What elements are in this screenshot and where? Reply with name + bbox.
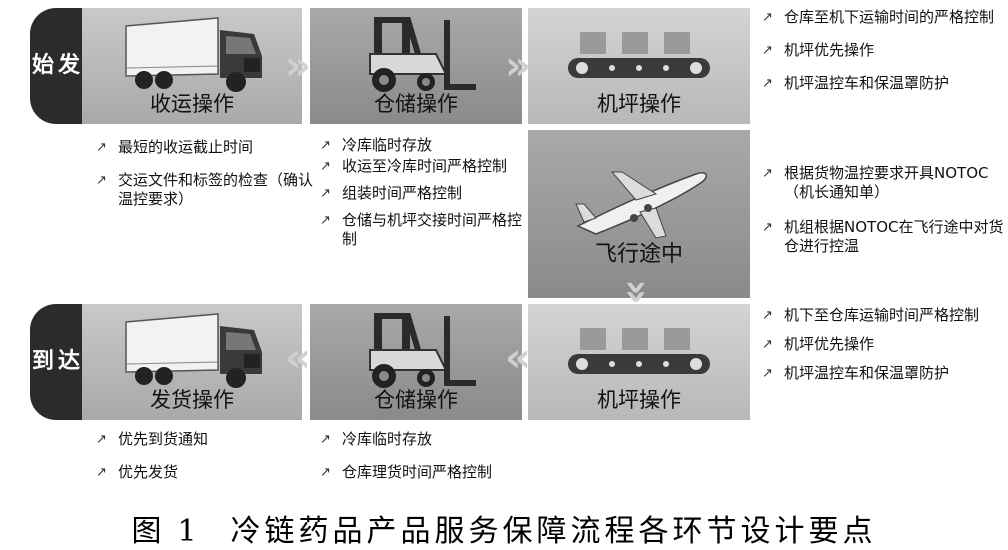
truck-icon bbox=[125, 17, 262, 92]
arrive-storage-label: 仓储操作 bbox=[374, 388, 458, 412]
note-item: ↗冷库临时存放 bbox=[320, 136, 433, 154]
arrive-storage-box: 仓储操作 bbox=[310, 304, 522, 420]
arrive-ramp-notes: ↗机下至仓库运输时间严格控制 ↗机坪优先操作 ↗机坪温控车和保温罩防护 bbox=[760, 306, 1004, 391]
arrive-ramp-box: 机坪操作 bbox=[528, 304, 750, 420]
note-item: ↗组装时间严格控制 bbox=[320, 184, 463, 202]
depart-pickup-notes: ↗最短的收运截止时间 ↗交运文件和标签的检查（确认温控要求） bbox=[94, 138, 314, 217]
caption-prefix: 图 bbox=[131, 514, 166, 549]
note-item: ↗仓储与机坪交接时间严格控制 bbox=[320, 211, 523, 248]
note-item: ↗机组根据NOTOC在飞行途中对货仓进行控温 bbox=[762, 218, 1004, 255]
note-item: ↗仓库至机下运输时间的严格控制 bbox=[762, 8, 995, 26]
chevron-right-icon: » bbox=[285, 43, 311, 89]
note-item: ↗机下至仓库运输时间严格控制 bbox=[762, 306, 980, 324]
note-item: ↗机坪优先操作 bbox=[762, 335, 875, 353]
arrive-delivery-label: 发货操作 bbox=[150, 388, 234, 412]
conveyor-icon bbox=[568, 328, 710, 374]
arrive-delivery-notes: ↗优先到货通知 ↗优先发货 bbox=[94, 430, 314, 490]
flight-label: 飞行途中 bbox=[594, 242, 683, 267]
depart-tab-char-2: 发 bbox=[57, 53, 80, 78]
note-item: ↗收运至冷库时间严格控制 bbox=[320, 157, 508, 175]
arrive-ramp-label: 机坪操作 bbox=[597, 388, 681, 412]
depart-tab-char-1: 始 bbox=[31, 53, 54, 78]
arrive-storage-notes: ↗冷库临时存放 ↗仓库理货时间严格控制 bbox=[318, 430, 548, 490]
chevron-left-icon: « bbox=[505, 335, 531, 381]
chevron-right-icon: » bbox=[505, 43, 531, 89]
depart-ramp-label: 机坪操作 bbox=[597, 92, 681, 116]
note-item: ↗机坪温控车和保温罩防护 bbox=[762, 74, 950, 92]
flight-box: 飞行途中 bbox=[528, 130, 750, 298]
truck-icon bbox=[125, 313, 262, 388]
arrive-delivery-box: 发货操作 bbox=[82, 304, 302, 420]
forklift-icon bbox=[369, 17, 476, 92]
depart-storage-box: 仓储操作 bbox=[310, 8, 522, 124]
depart-tab: 始 发 bbox=[30, 8, 82, 124]
depart-storage-notes: ↗冷库临时存放 ↗收运至冷库时间严格控制 ↗组装时间严格控制 ↗仓储与机坪交接时… bbox=[318, 136, 528, 257]
conveyor-icon bbox=[568, 32, 710, 78]
depart-ramp-notes: ↗仓库至机下运输时间的严格控制 ↗机坪优先操作 ↗机坪温控车和保温罩防护 bbox=[760, 8, 1004, 101]
caption-text: 冷链药品产品服务保障流程各环节设计要点 bbox=[230, 514, 877, 549]
forklift-icon bbox=[369, 313, 476, 388]
note-item: ↗交运文件和标签的检查（确认温控要求） bbox=[96, 171, 314, 208]
arrive-tab: 到 达 bbox=[30, 304, 82, 420]
depart-storage-label: 仓储操作 bbox=[374, 92, 458, 116]
depart-pickup-label: 收运操作 bbox=[150, 92, 234, 116]
note-item: ↗机坪温控车和保温罩防护 bbox=[762, 364, 950, 382]
airplane-icon bbox=[575, 171, 707, 239]
chevron-left-icon: « bbox=[285, 335, 311, 381]
note-item: ↗优先到货通知 bbox=[96, 430, 209, 448]
arrive-tab-char-2: 达 bbox=[57, 349, 80, 374]
depart-pickup-box: 收运操作 bbox=[82, 8, 302, 124]
arrive-tab-char-1: 到 bbox=[31, 349, 54, 374]
note-item: ↗仓库理货时间严格控制 bbox=[320, 463, 493, 481]
note-item: ↗根据货物温控要求开具NOTOC（机长通知单） bbox=[762, 164, 989, 201]
caption-number: 1 bbox=[177, 514, 201, 549]
flight-notes: ↗根据货物温控要求开具NOTOC（机长通知单） ↗机组根据NOTOC在飞行途中对… bbox=[760, 164, 1004, 264]
note-item: ↗冷库临时存放 bbox=[320, 430, 433, 448]
note-item: ↗最短的收运截止时间 bbox=[96, 138, 254, 156]
depart-ramp-box: 机坪操作 bbox=[528, 8, 750, 124]
note-item: ↗机坪优先操作 bbox=[762, 41, 875, 59]
chevron-down-icon: » bbox=[613, 279, 660, 305]
note-item: ↗优先发货 bbox=[96, 463, 179, 481]
